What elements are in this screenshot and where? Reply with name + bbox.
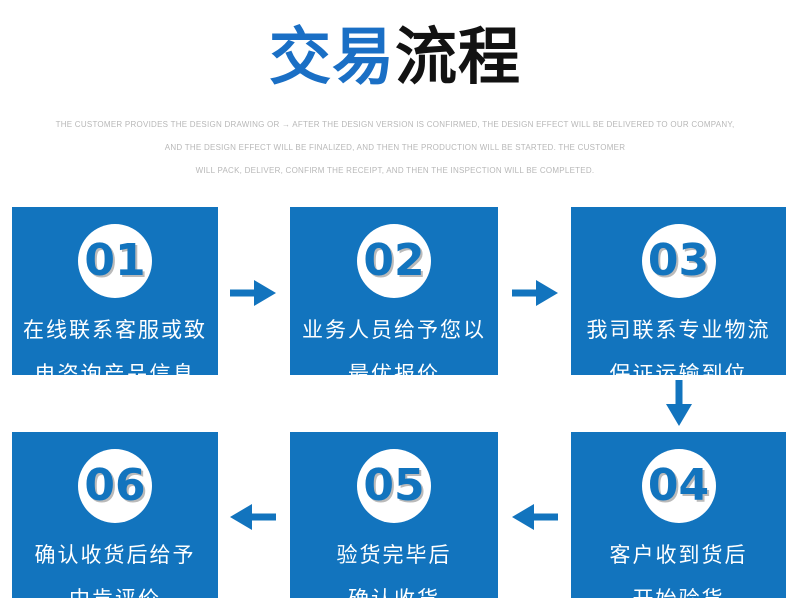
step-number-badge: 05 bbox=[357, 449, 431, 523]
step-card-06: 06 确认收货后给予 中肯评价 bbox=[12, 432, 218, 611]
step-description-line2: 中肯评价 bbox=[69, 587, 161, 611]
step-card-05: 05 验货完毕后 确认收货 bbox=[290, 432, 498, 611]
step-description: 验货完毕后 确认收货 bbox=[290, 533, 498, 612]
step-number: 02 bbox=[363, 235, 425, 286]
left-arrow-icon bbox=[228, 497, 278, 537]
step-description-line1: 确认收货后给予 bbox=[34, 543, 196, 567]
subtitle-line1: THE CUSTOMER PROVIDES THE DESIGN DRAWING… bbox=[55, 120, 735, 129]
left-arrow-icon bbox=[510, 497, 560, 537]
page-title-black-part: 流程 bbox=[395, 20, 522, 93]
subtitle-line2: AND THE DESIGN EFFECT WILL BE FINALIZED,… bbox=[164, 143, 626, 152]
down-arrow-icon bbox=[659, 378, 699, 428]
right-arrow-icon bbox=[228, 273, 278, 313]
step-description: 客户收到货后 开始验货 bbox=[571, 533, 786, 612]
step-number-badge: 01 bbox=[78, 224, 152, 298]
page-title-blue-part: 交易 bbox=[268, 20, 395, 93]
step-description: 在线联系客服或致 电咨询产品信息 bbox=[12, 308, 218, 396]
subtitle: THE CUSTOMER PROVIDES THE DESIGN DRAWING… bbox=[0, 113, 790, 182]
step-number-badge: 02 bbox=[357, 224, 431, 298]
step-description: 业务人员给予您以 最优报价 bbox=[290, 308, 498, 396]
step-description-line1: 验货完毕后 bbox=[336, 543, 452, 567]
step-number: 01 bbox=[84, 235, 146, 286]
step-description-line1: 业务人员给予您以 bbox=[302, 318, 486, 342]
step-description-line2: 电咨询产品信息 bbox=[34, 362, 196, 386]
step-description: 确认收货后给予 中肯评价 bbox=[12, 533, 218, 612]
step-number: 05 bbox=[363, 460, 425, 511]
step-description-line1: 客户收到货后 bbox=[609, 543, 748, 567]
right-arrow-icon bbox=[510, 273, 560, 313]
step-card-03: 03 我司联系专业物流 保证运输到位 bbox=[571, 207, 786, 386]
subtitle-line3: WILL PACK, DELIVER, CONFIRM THE RECEIPT,… bbox=[195, 166, 595, 175]
step-description-line2: 最优报价 bbox=[348, 362, 440, 386]
step-number-badge: 04 bbox=[641, 449, 716, 523]
step-description-line1: 我司联系专业物流 bbox=[586, 318, 771, 342]
step-description: 我司联系专业物流 保证运输到位 bbox=[571, 308, 786, 396]
step-number: 04 bbox=[647, 460, 710, 511]
step-number: 06 bbox=[84, 460, 146, 511]
step-description-line1: 在线联系客服或致 bbox=[23, 318, 207, 342]
step-number-badge: 06 bbox=[78, 449, 152, 523]
step-card-04: 04 客户收到货后 开始验货 bbox=[571, 432, 786, 611]
page-title: 交易流程 bbox=[0, 14, 790, 100]
step-number: 03 bbox=[647, 235, 710, 286]
step-description-line2: 确认收货 bbox=[348, 587, 440, 611]
step-number-badge: 03 bbox=[641, 224, 716, 298]
step-card-01: 01 在线联系客服或致 电咨询产品信息 bbox=[12, 207, 218, 386]
step-card-02: 02 业务人员给予您以 最优报价 bbox=[290, 207, 498, 386]
step-description-line2: 开始验货 bbox=[632, 587, 725, 611]
